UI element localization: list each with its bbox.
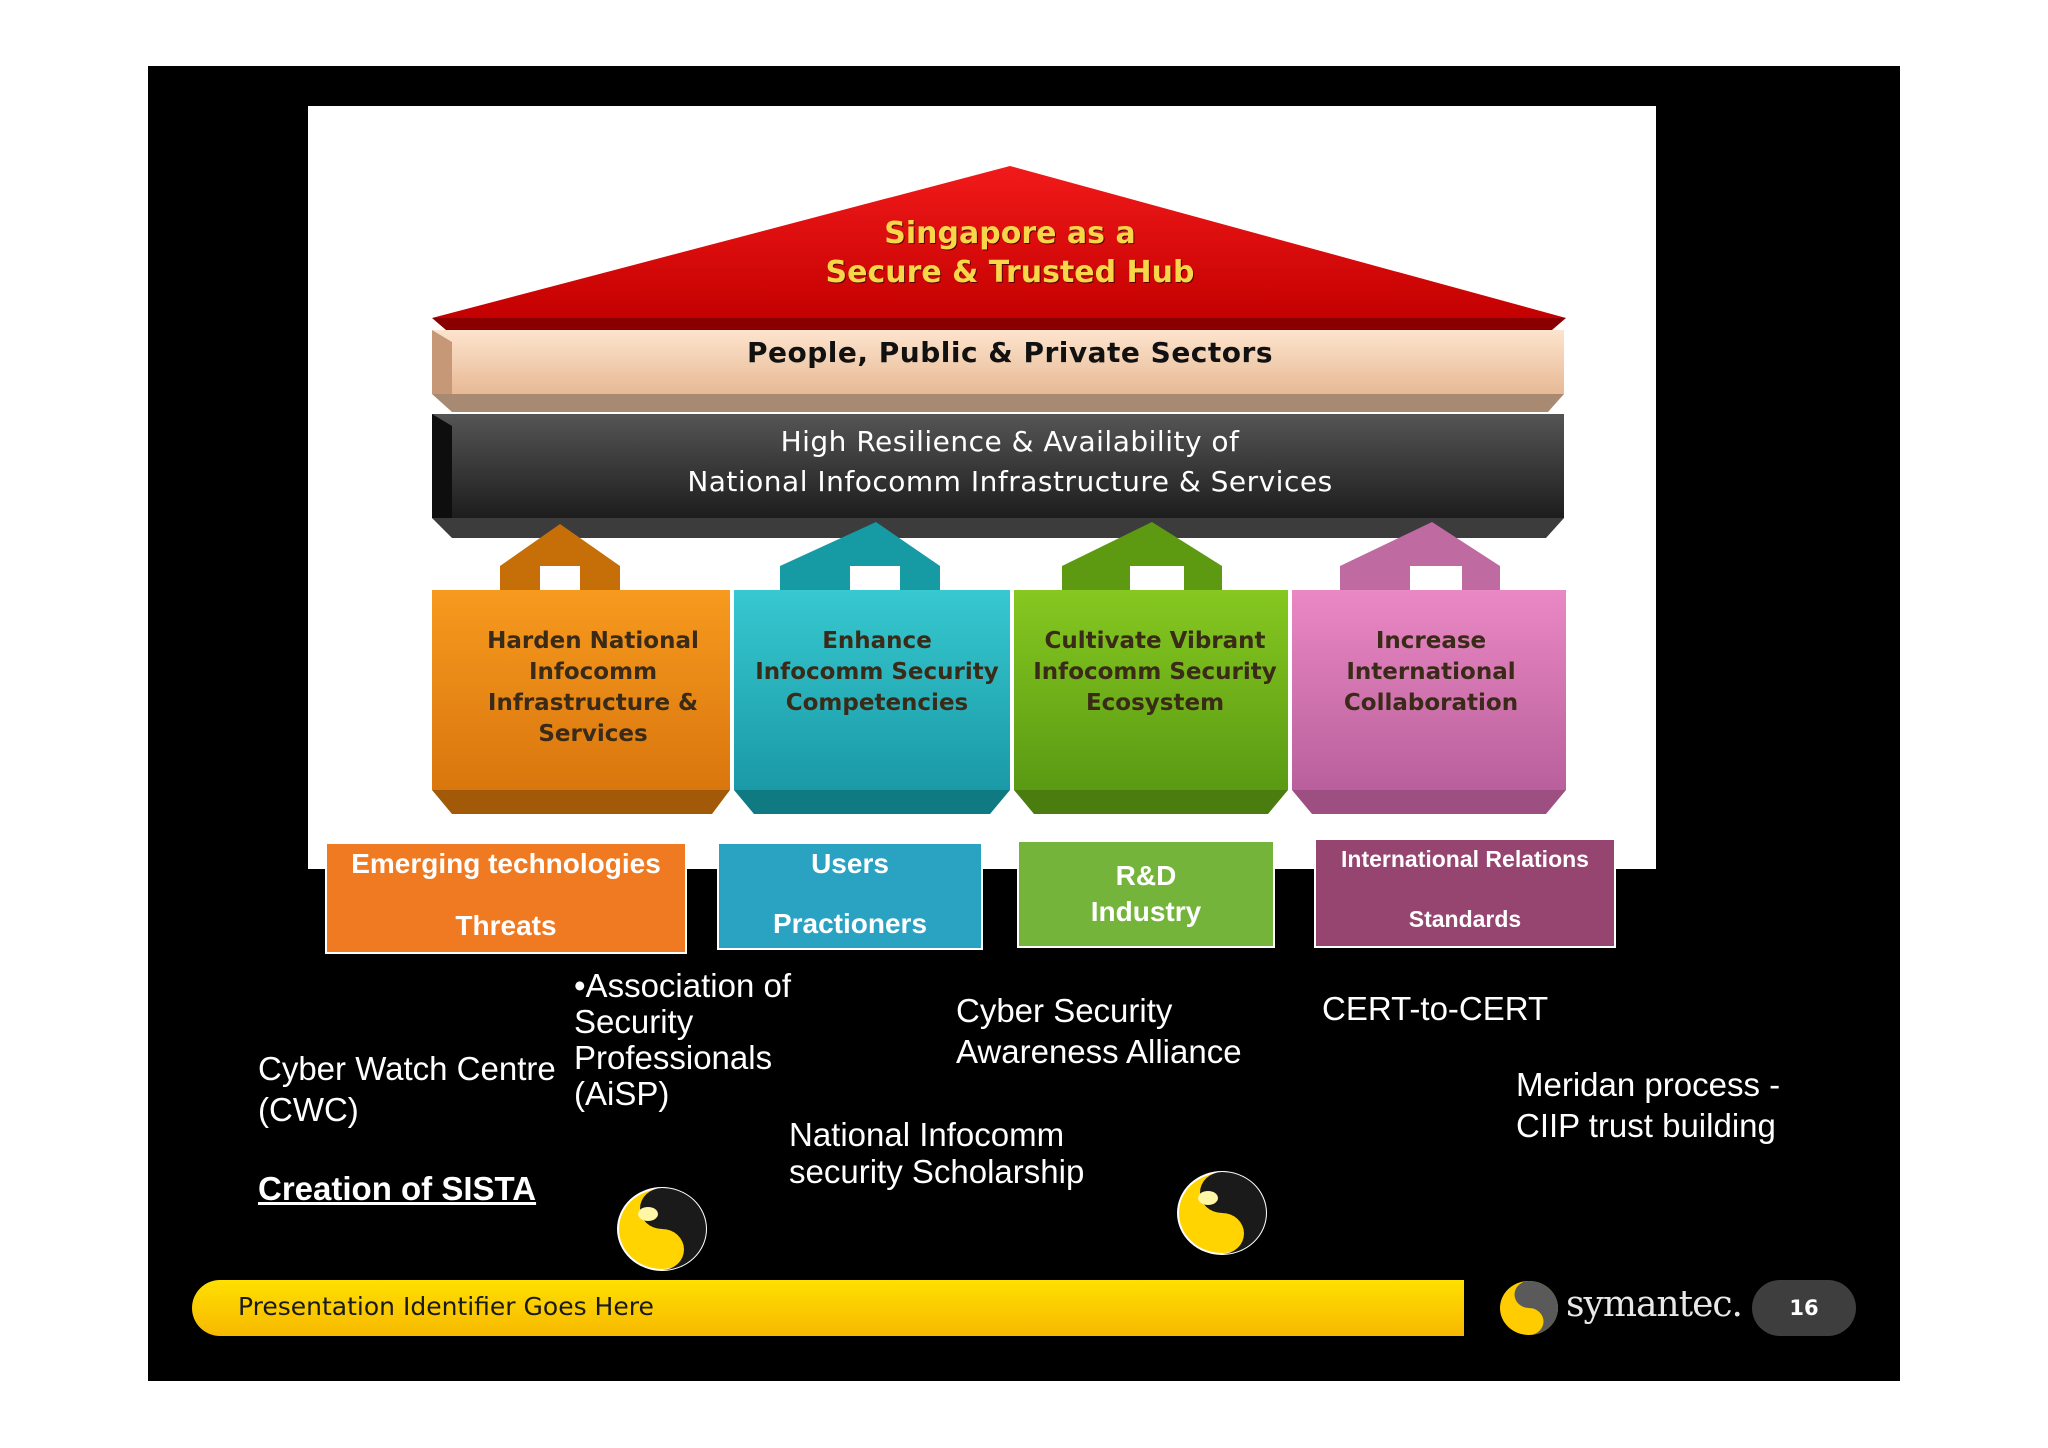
resilience-band-label: High Resilience & Availability of Nation…	[687, 425, 1333, 498]
pillar-harden-shape	[432, 524, 730, 814]
presentation-identifier: Presentation Identifier Goes Here	[238, 1292, 654, 1321]
label-box-line2: Practioners	[772, 908, 928, 939]
footer-bar: Presentation Identifier Goes Here	[192, 1280, 1464, 1336]
pillar-enhance-shape	[734, 522, 1010, 814]
pillar-harden-label: Harden National Infocomm Infrastructure …	[487, 628, 699, 747]
label-box-emerging: Emerging technologies Threats	[325, 842, 687, 954]
symantec-wordmark: symantec.	[1566, 1284, 1743, 1325]
aisp-note: •Association of Security Professionals (…	[574, 967, 791, 1112]
label-box-line1: Emerging technologies	[351, 848, 661, 879]
label-box-users: Users Practioners	[717, 842, 983, 950]
resilience-band-shape	[432, 414, 1564, 538]
pillar-enhance-label: Enhance Infocomm Security Competencies	[755, 628, 999, 716]
roof-title: Singapore as a Secure & Trusted Hub	[825, 216, 1195, 290]
pillar-increase-label: Increase International Collaboration	[1343, 628, 1519, 716]
roof-shape	[432, 166, 1566, 330]
label-box-line1: R&D	[1115, 860, 1177, 891]
label-box-line2: Industry	[1090, 896, 1202, 927]
label-box-line2: Standards	[1408, 906, 1522, 932]
pillar-cultivate-label: Cultivate Vibrant Infocomm Security Ecos…	[1033, 628, 1277, 716]
scholarship-note: National Infocomm security Scholarship	[789, 1116, 1085, 1190]
people-band-shape	[432, 330, 1564, 412]
pillar-cultivate-shape	[1014, 522, 1288, 814]
symantec-logo-icon	[1177, 1171, 1267, 1255]
label-box-line1: International Relations	[1341, 846, 1589, 872]
sista-note[interactable]: Creation of SISTA	[258, 1170, 537, 1207]
people-band-label: People, Public & Private Sectors	[746, 336, 1273, 369]
awareness-note: Cyber Security Awareness Alliance	[956, 992, 1242, 1070]
pillar-increase-shape	[1292, 522, 1566, 814]
label-box-line2: Threats	[455, 910, 557, 941]
label-box-rnd: R&D Industry	[1017, 840, 1275, 948]
meridan-note: Meridan process - CIIP trust building	[1516, 1066, 1781, 1144]
symantec-logo-icon	[617, 1187, 707, 1271]
symantec-logo-icon	[1500, 1281, 1558, 1335]
cwc-note: Cyber Watch Centre (CWC)	[258, 1050, 556, 1128]
page-number: 16	[1752, 1280, 1856, 1336]
cert-note: CERT-to-CERT	[1322, 990, 1549, 1027]
label-box-line1: Users	[811, 848, 889, 879]
label-box-international: International Relations Standards	[1314, 838, 1616, 948]
